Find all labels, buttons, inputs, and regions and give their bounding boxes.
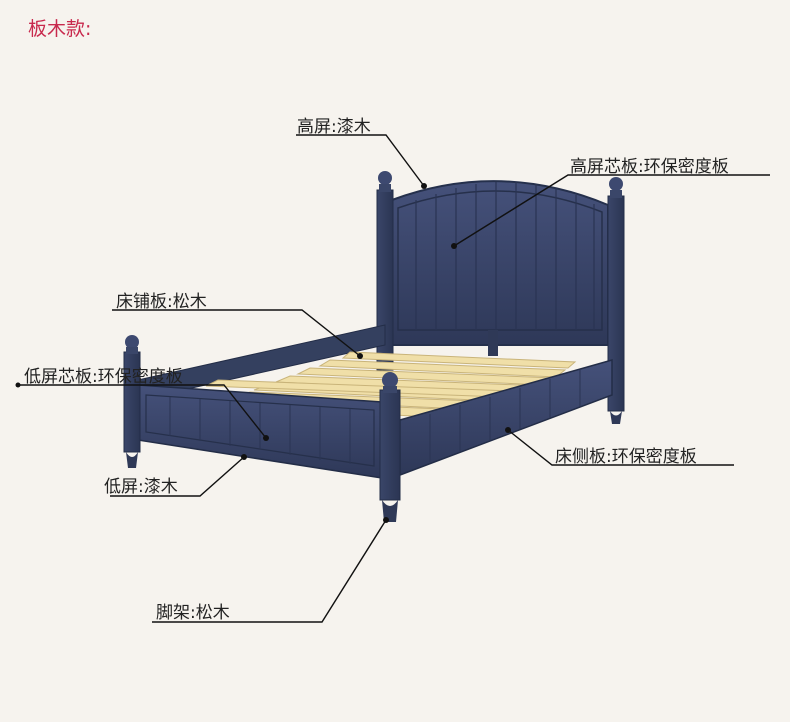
- label-headboard-panel: 高屏芯板:环保密度板: [570, 157, 729, 177]
- label-headboard: 高屏:漆木: [297, 117, 371, 137]
- label-legs: 脚架:松木: [156, 603, 230, 623]
- footboard-post-right: [379, 372, 401, 522]
- leader-dots: [15, 183, 511, 523]
- section-title: 板木款:: [28, 18, 92, 40]
- label-slats: 床铺板:松木: [116, 292, 207, 312]
- footboard-post-left: [123, 335, 141, 468]
- headboard-post-left: [376, 171, 394, 371]
- label-side-rail: 床侧板:环保密度板: [555, 447, 697, 467]
- headboard-post-right: [607, 177, 625, 424]
- leader-lines: [18, 134, 770, 623]
- label-footboard: 低屏:漆木: [104, 477, 178, 497]
- label-footboard-panel: 低屏芯板:环保密度板: [24, 367, 183, 387]
- headboard: [391, 180, 609, 356]
